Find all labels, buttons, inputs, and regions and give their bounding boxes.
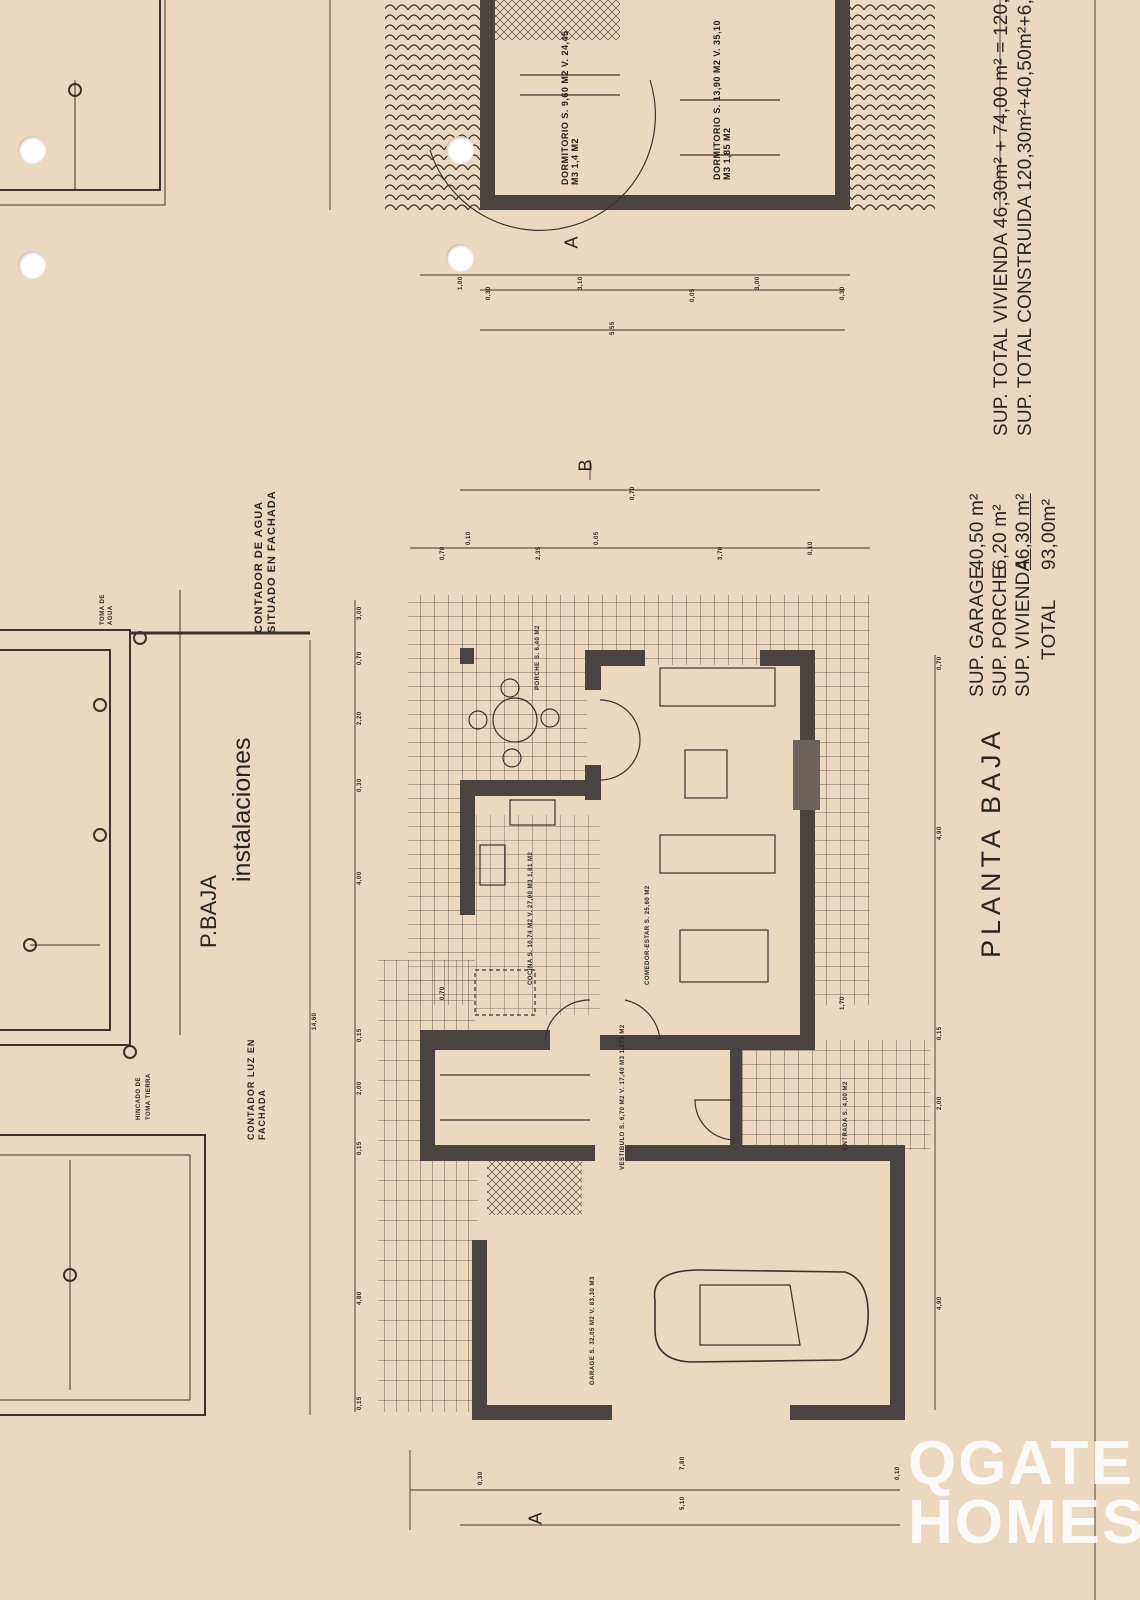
bathroom-tiles xyxy=(495,0,620,40)
room-label-cocina: COCINA S. 10,74 M2 V. 27,00 M3 1,81 M2 xyxy=(528,851,534,985)
dimension-label: 3,10 xyxy=(578,276,584,290)
surface-label: SUP. PORCHE xyxy=(990,566,1011,697)
installations-subtitle: instalaciones xyxy=(228,737,256,882)
dimension-label: 0,10 xyxy=(808,541,814,555)
dimension-label: 2,35 xyxy=(536,546,542,560)
dimension-label: 4,80 xyxy=(357,1291,363,1305)
dimension-label: 3,00 xyxy=(357,606,363,620)
dimension-label: 0,10 xyxy=(466,531,472,545)
light-meter-note: FACHADA xyxy=(257,1089,267,1140)
section-marker-a: A xyxy=(525,1512,546,1525)
light-meter-note: CONTADOR LUZ EN xyxy=(246,1038,256,1140)
section-marker-a: A xyxy=(561,236,582,249)
water-intake-note: TOMA DE xyxy=(100,594,106,625)
water-meter-note: CONTADOR DE AGUA xyxy=(253,500,265,633)
punch-hole xyxy=(446,136,474,164)
kitchen-tiles xyxy=(475,815,600,1015)
dimension-label: 2,20 xyxy=(357,711,363,725)
dimension-label: 5,55 xyxy=(610,321,616,335)
surface-label: SUP. VIVIENDA xyxy=(1013,558,1034,697)
dimension-label: 0,30 xyxy=(478,1471,484,1485)
punch-hole xyxy=(18,251,46,279)
water-meter-note: SITUADO EN FACHADA xyxy=(266,490,278,633)
punch-hole xyxy=(18,136,46,164)
surface-label: SUP. GARAGE xyxy=(967,566,988,697)
dimension-label: 3,00 xyxy=(755,276,761,290)
dimension-label: 0,15 xyxy=(357,1396,363,1410)
installations-plan xyxy=(0,0,310,1416)
room-label-dormitorio: DORMITORIO S. 13,90 M2 V. 35,10 M3 1,85 … xyxy=(712,19,733,180)
toilet-tiles xyxy=(487,1160,582,1215)
room-label-garage: GARAGE S. 32,05 M2 V. 83,30 M3 xyxy=(590,1276,596,1385)
dimension-lines xyxy=(309,0,1096,1600)
room-label-comedor: COMEDOR-ESTAR S. 25,60 M2 xyxy=(645,885,651,985)
dimension-label: 0,30 xyxy=(840,286,846,300)
drawing-title: PLANTA BAJA xyxy=(976,726,1006,958)
ground-note: TOMA TIERRA xyxy=(146,1073,152,1120)
dimension-label: 0,70 xyxy=(630,486,636,500)
dimension-label: 0,10 xyxy=(895,1466,901,1480)
dimension-label: 4,90 xyxy=(937,1296,943,1310)
dimension-label: 0,70 xyxy=(440,986,446,1000)
watermark-line: HOMES xyxy=(908,1487,1140,1557)
room-label-porche: PORCHE S. 6,40 M2 xyxy=(535,625,541,690)
total-construida-line: SUP. TOTAL CONSTRUIDA 120,30m²+40,50m²+6… xyxy=(1015,0,1036,436)
dimension-label: 3,70 xyxy=(718,546,724,560)
dimension-label: 0,05 xyxy=(594,531,600,545)
room-label-entrada: ENTRADA S. 4,00 M2 xyxy=(843,1081,849,1150)
dimension-label: 0,15 xyxy=(357,1141,363,1155)
dimension-label: 0,15 xyxy=(937,1026,943,1040)
dimension-label: 1,70 xyxy=(840,996,846,1010)
furniture xyxy=(429,74,869,1363)
dimension-label: 1,00 xyxy=(458,276,464,290)
surface-value: 46,30 m² xyxy=(1013,493,1034,570)
dimension-label: 0,05 xyxy=(690,288,696,302)
ground-note: HINCADO DE xyxy=(136,1076,142,1120)
room-label-dormitorio: DORMITORIO S. 9,60 M2 V. 24,45 M3 1,4 M2 xyxy=(560,30,581,185)
total-vivienda-line: SUP. TOTAL VIVIENDA 46,30m² + 74,00 m² =… xyxy=(991,0,1012,436)
dimension-label: 4,90 xyxy=(937,826,943,840)
total-label: TOTAL xyxy=(1039,599,1060,660)
section-marker-b: B xyxy=(575,459,596,472)
dimension-label: 4,00 xyxy=(357,871,363,885)
total-value: 93,00m² xyxy=(1039,498,1060,570)
dimension-label: 2,00 xyxy=(937,1096,943,1110)
dimension-label: 0,70 xyxy=(937,656,943,670)
punch-hole xyxy=(446,244,474,272)
surface-value: 6,20 m² xyxy=(990,504,1011,570)
water-intake-note: AGUA xyxy=(108,605,114,625)
walls xyxy=(420,0,905,1420)
room-label-vestibulo: VESTIBULO S. 6,70 M2 V. 17,40 M3 1,275 M… xyxy=(620,1024,626,1170)
watermark-logo: QGATE HOMES xyxy=(908,1429,1140,1557)
dimension-label: 2,00 xyxy=(357,1081,363,1095)
dimension-label: 7,80 xyxy=(680,1456,686,1470)
installations-title: P.BAJA xyxy=(196,875,221,948)
watermark-line: QGATE xyxy=(908,1429,1134,1498)
surface-value: 40,50 m² xyxy=(967,493,988,570)
dimension-label: 0,70 xyxy=(440,546,446,560)
dimension-label: 0,70 xyxy=(357,651,363,665)
dimension-label: 5,10 xyxy=(680,1496,686,1510)
dimension-label: 14,60 xyxy=(312,1012,318,1030)
dimension-label: 0,30 xyxy=(486,286,492,300)
dimension-label: 0,15 xyxy=(357,1028,363,1042)
dimension-label: 0,30 xyxy=(357,778,363,792)
